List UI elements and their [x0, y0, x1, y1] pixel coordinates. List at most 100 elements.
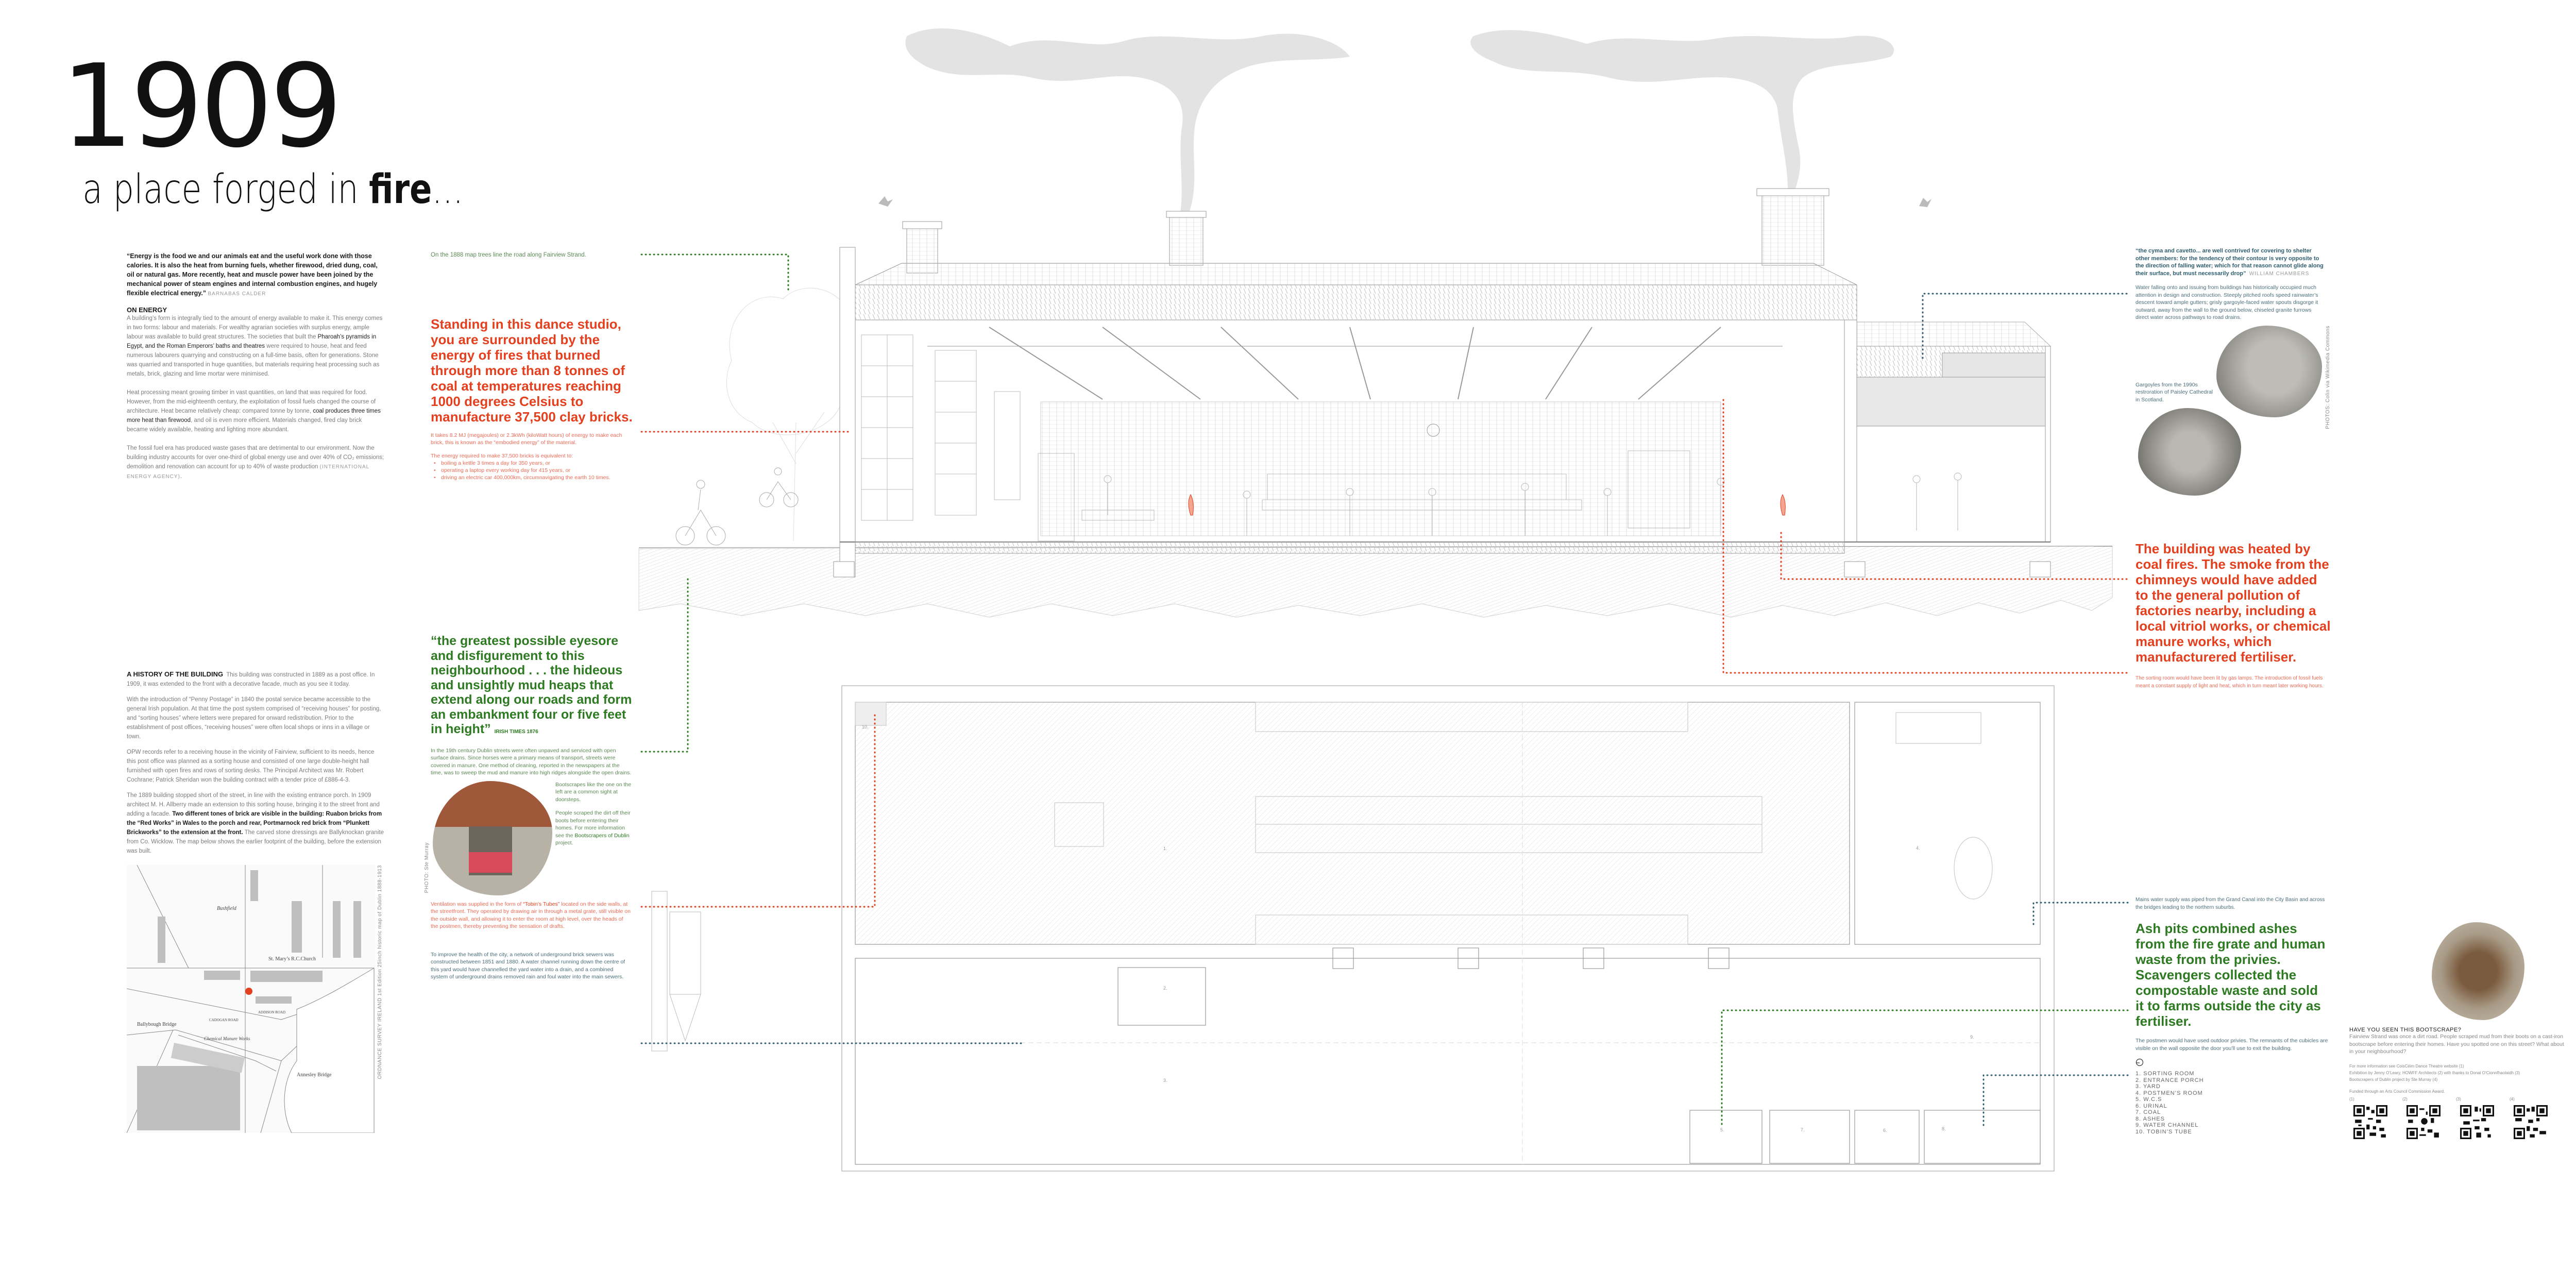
leader-mains	[2032, 902, 2129, 926]
plan-label-yard: 3.	[1163, 1078, 1167, 1083]
gargoyle-photo-credit: PHOTOS: Colin via Wikimedia Commons	[2325, 325, 2331, 429]
bootscraper-row: PHOTO: Ste Murray Bootscrapes like the o…	[424, 781, 637, 895]
map-label: Chemical Manure Works	[204, 1036, 250, 1041]
water-paragraph: Water falling onto and issuing from buil…	[2136, 284, 2318, 320]
gargoyle-photo-1	[2216, 325, 2322, 417]
gargoyle-block: Gargoyles from the 1990s restroration of…	[2136, 325, 2331, 496]
qr-codes: (1) (2) (3) (4)	[2349, 1097, 2566, 1141]
quote-text: “the cyma and cavetto... are well contri…	[2136, 248, 2324, 277]
legend-item: 4. POSTMEN’S ROOM	[2136, 1090, 2203, 1096]
text: People scraped the dirt off their boots …	[555, 810, 631, 839]
legend-item: 9. WATER CHANNEL	[2136, 1122, 2199, 1128]
text: A building’s form is integrally tied to …	[127, 315, 383, 340]
bootscraper-notes: Bootscrapes like the one on the left are…	[555, 781, 633, 895]
legend-item: 10. TOBIN’S TUBE	[2136, 1128, 2192, 1135]
eyesore-quote: “the greatest possible eyesore and disfi…	[431, 634, 637, 740]
calder-quote: “Energy is the food we and our animals e…	[127, 252, 378, 297]
trees-note: On the 1888 map trees line the road alon…	[431, 252, 586, 258]
coal-heading: The building was heated by coal fires. T…	[2136, 541, 2331, 665]
gargoyle-photo-2	[2138, 408, 2241, 496]
funded-note: Funded through an Arts Council Commissio…	[2349, 1089, 2445, 1094]
middle-upper-column: On the 1888 map trees line the road alon…	[431, 250, 637, 481]
subtitle-ellipsis: ...	[432, 166, 464, 213]
map-label: Annesley Bridge	[297, 1072, 332, 1078]
map-credit: ORDNANCE SURVEY IRELAND 1st Edition 25in…	[377, 865, 383, 1079]
sewers-paragraph: To improve the health of the city, a net…	[431, 951, 625, 980]
legend-item: 8. ASHES	[2136, 1115, 2165, 1122]
embodied-energy-section: It takes 8.2 MJ (megajoules) or 2.3kWh (…	[431, 432, 632, 481]
text: The carved stone dressings are Ballyknoc…	[127, 829, 384, 854]
text: were required to house, heat and feed nu…	[127, 343, 380, 377]
historic-map-wrap: Bushfield St. Mary’s R.C.Church Ballybou…	[127, 865, 383, 1133]
qr-code-icon[interactable]	[2460, 1105, 2494, 1139]
plan-label-tobins-tube: 10.	[862, 724, 869, 730]
qr-label: (3)	[2456, 1096, 2461, 1101]
fire-heading: Standing in this dance studio, you are s…	[431, 316, 633, 425]
qr-code-icon[interactable]	[2514, 1105, 2548, 1139]
calder-attribution: BARNABAS CALDER	[208, 291, 266, 297]
bootscrapers-more: People scraped the dirt off their boots …	[555, 809, 633, 847]
leader-coal	[1722, 397, 2128, 674]
subtitle-text: a place forged in	[82, 166, 369, 213]
energy-section: “Energy is the food we and our animals e…	[127, 251, 384, 482]
gas-lamps-paragraph: The sorting room would have been lit by …	[2136, 675, 2324, 689]
bootscrape-photo	[2432, 922, 2524, 1020]
leader-tobin	[640, 712, 876, 908]
credit-line: Bootscrapers of Dublin project by Ste Mu…	[2349, 1077, 2438, 1082]
qr-code-icon[interactable]	[2353, 1105, 2387, 1139]
smoke-plume-right	[1470, 30, 1894, 189]
leader-gaslamps	[1780, 530, 2128, 580]
map-label: Bushfield	[217, 906, 237, 911]
legend-item: 7. COAL	[2136, 1109, 2161, 1115]
bootscrape-heading: HAVE YOU SEEN THIS BOOTSCRAPE?	[2349, 1027, 2462, 1033]
leader-privies	[1982, 1074, 2129, 1129]
historic-map: Bushfield St. Mary’s R.C.Church Ballybou…	[127, 865, 375, 1133]
right-lower-column: Mains water supply was piped from the Gr…	[2136, 896, 2329, 1135]
building-section	[833, 188, 2052, 578]
plan-label-wcs: 5.	[1720, 1127, 1724, 1132]
embodied-energy-text: It takes 8.2 MJ (megajoules) or 2.3kWh (…	[431, 432, 622, 446]
north-arrow-icon	[2136, 1058, 2144, 1066]
bootscrapers-project-link[interactable]: Bootscrapers of Dublin	[574, 832, 630, 839]
section-ground-hatch	[638, 546, 2113, 618]
source: (INTERNATIONAL ENERGY AGENCY)	[127, 464, 369, 480]
leader-streets	[640, 576, 689, 753]
equivalent-intro: The energy required to make 37,500 brick…	[431, 453, 573, 459]
bootscrape-column: HAVE YOU SEEN THIS BOOTSCRAPE? Fairview …	[2349, 1027, 2566, 1141]
qr-code-icon[interactable]	[2406, 1105, 2441, 1139]
smoke-plume-left	[905, 28, 1350, 216]
ash-pits-heading: Ash pits combined ashes from the fire gr…	[2136, 921, 2326, 1029]
credits: For more information see CoisCéim Dance …	[2349, 1063, 2566, 1095]
map-label: St. Mary’s R.C.Church	[268, 956, 316, 962]
emphasis: coal produces three times more heat than…	[127, 408, 381, 423]
text: The fossil fuel era has produced waste g…	[127, 445, 384, 470]
gargoyle-caption: Gargoyles from the 1990s restroration of…	[2136, 381, 2213, 403]
bootscrapers-note: Bootscrapes like the one on the left are…	[555, 781, 632, 803]
poster-subtitle: a place forged in fire...	[82, 164, 463, 215]
plan-label-postmens-room: 4.	[1916, 845, 1920, 851]
tobin-tube-elevation	[651, 891, 701, 1052]
right-middle-column: The building was heated by coal fires. T…	[2136, 541, 2331, 690]
plan-legend: 1. SORTING ROOM 2. ENTRANCE PORCH 3. YAR…	[2136, 1071, 2329, 1135]
on-energy-heading: ON ENERGY	[127, 306, 167, 314]
text: located on the side walls, at the street…	[431, 901, 631, 930]
equivalents-list: boiling a kettle 3 times a day for 350 y…	[431, 460, 632, 481]
floor-plan	[841, 685, 2055, 1172]
building-location-marker	[245, 988, 252, 995]
on-energy-p3: The fossil fuel era has produced waste g…	[127, 444, 384, 482]
quote-text: “the greatest possible eyesore and disfi…	[431, 634, 632, 736]
bird-icons	[878, 196, 1931, 207]
legend-item: 2. ENTRANCE PORCH	[2136, 1077, 2204, 1083]
middle-lower-column: “the greatest possible eyesore and disfi…	[424, 634, 637, 981]
credit-line: For more information see CoisCéim Dance …	[2349, 1063, 2464, 1069]
text: project.	[555, 840, 573, 846]
leader-lines	[640, 253, 2129, 1129]
bootscraper-photo	[433, 781, 552, 895]
plan-label-ashes: 8.	[1942, 1126, 1946, 1131]
text: Heat processing meant growing timber in …	[127, 389, 376, 414]
map-label: ADDISON ROAD	[258, 1010, 285, 1014]
streets-paragraph: In the 19th century Dublin streets were …	[431, 747, 632, 776]
plan-label-sorting-room: 1.	[1163, 846, 1167, 851]
credit-line: Exhibition by Jenny O’Leary, HOWFF Archi…	[2349, 1070, 2520, 1075]
legend-item: 1. SORTING ROOM	[2136, 1071, 2195, 1077]
